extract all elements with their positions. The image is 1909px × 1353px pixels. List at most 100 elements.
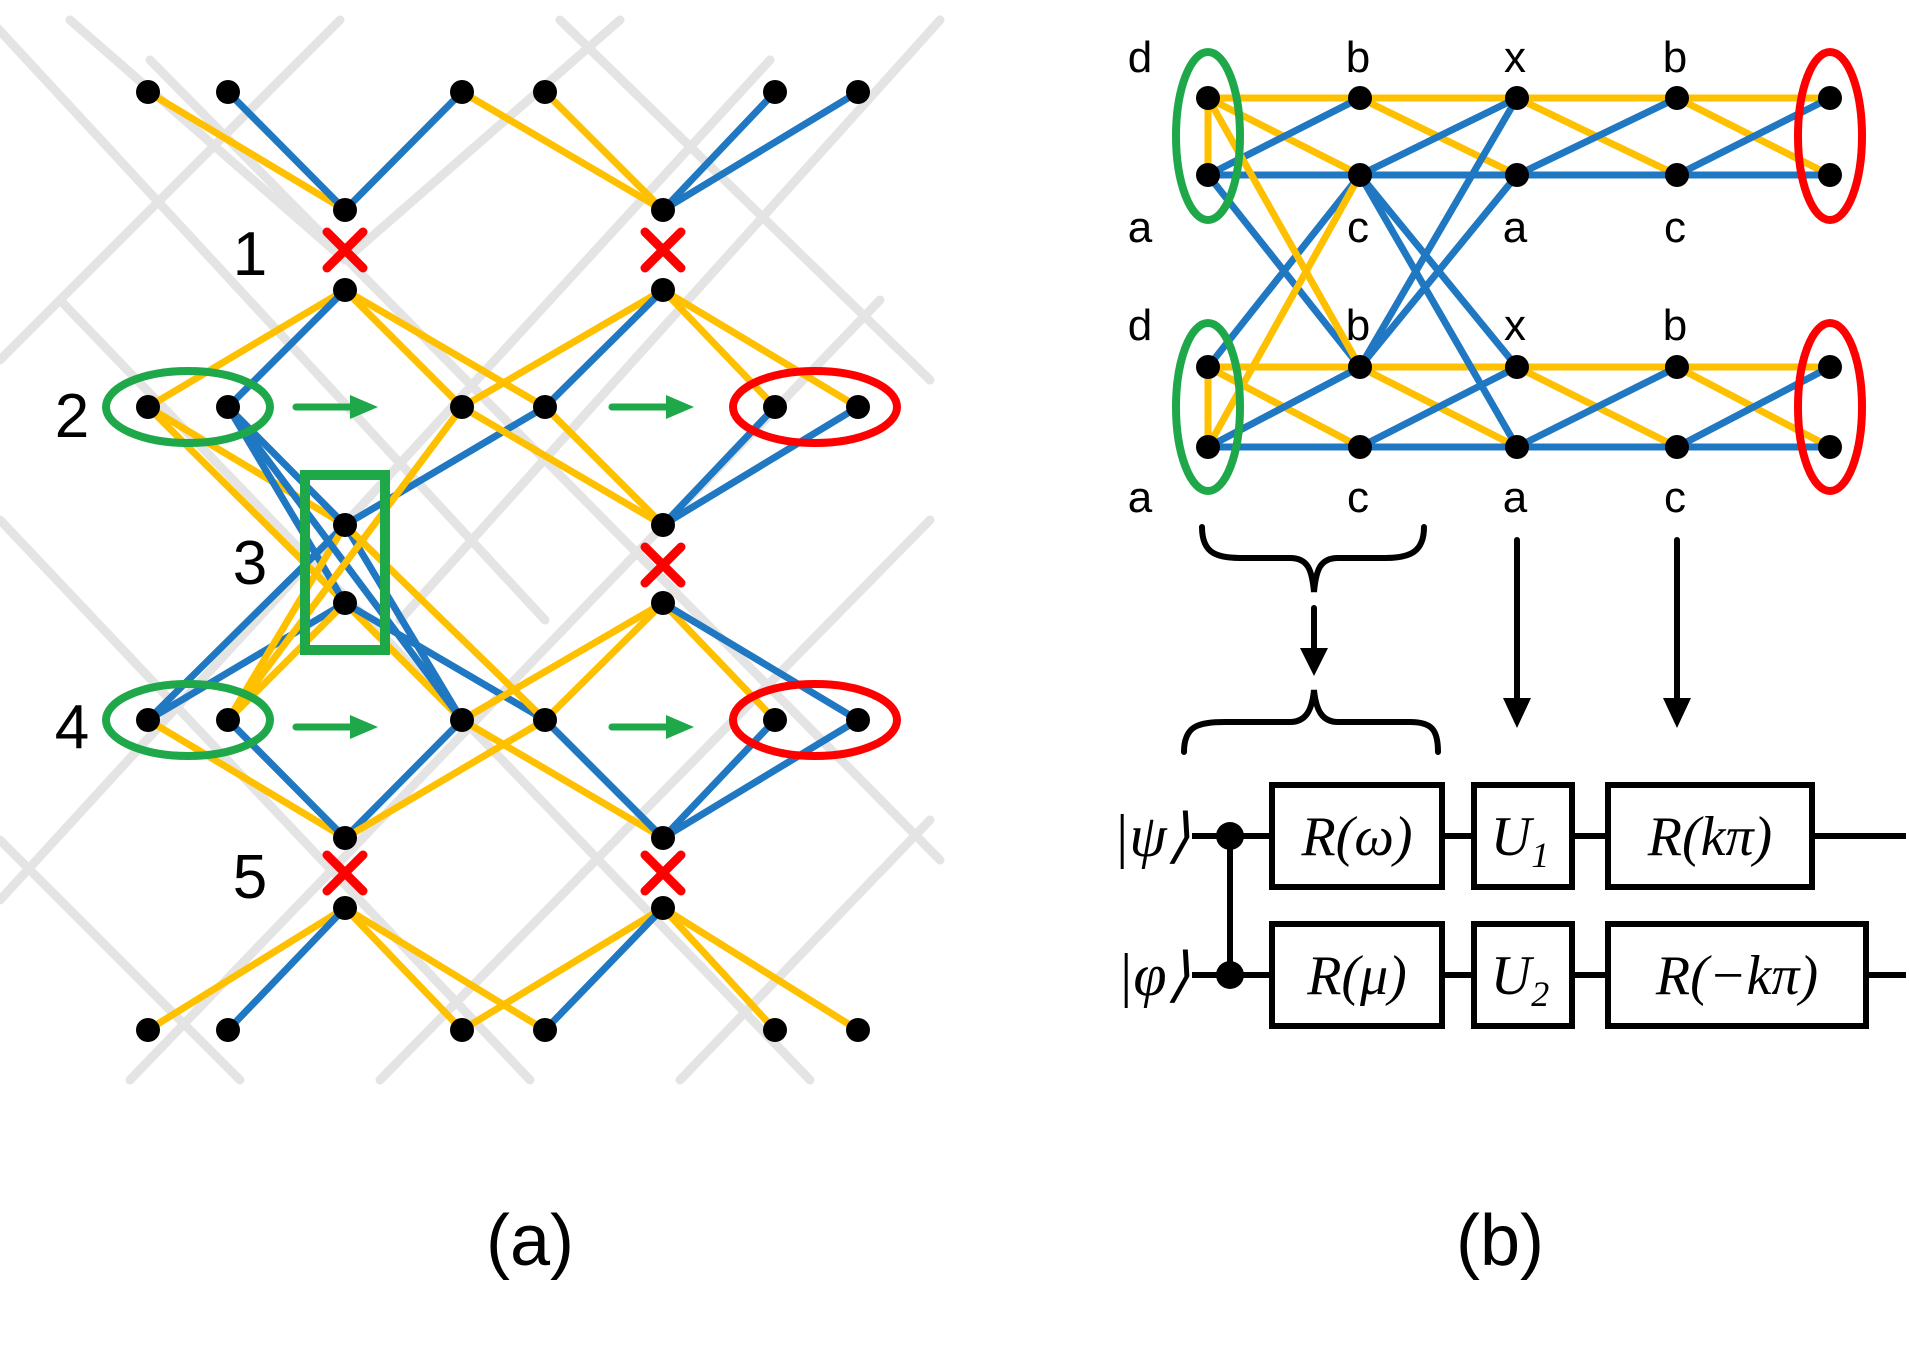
lattice-b-node-l_r2 <box>1818 435 1842 459</box>
lattice-a-node-T1 <box>136 80 160 104</box>
gate-box-u1 <box>1471 782 1575 890</box>
lattice-a-node-A2 <box>651 198 675 222</box>
background-edge-3 <box>395 15 945 625</box>
lattice-b-edge-19 <box>1204 363 1364 451</box>
lattice-a-node-L4 <box>533 1018 557 1042</box>
flow-arrow-head-1 <box>350 395 378 419</box>
flow-arrow-head-3 <box>350 715 378 739</box>
lattice-a-edge-36 <box>144 716 349 842</box>
background-lattice <box>0 15 945 1085</box>
lattice-b-node-l_d <box>1196 355 1220 379</box>
gate-box-r-kpi <box>1605 782 1815 890</box>
brace-arrow-head <box>1300 648 1328 676</box>
target-ellipse-row-2 <box>729 367 901 447</box>
label-x-lower: x <box>1504 301 1526 350</box>
gate-r-neg-kpi: R(−kπ) <box>1655 945 1818 1007</box>
lattice-a-edge-21 <box>659 403 862 529</box>
label-c-upper-2: c <box>1664 203 1686 252</box>
background-edge-10 <box>145 55 945 865</box>
input-phi: |φ⟩ <box>1117 942 1190 1008</box>
background-edge-8 <box>0 835 245 1085</box>
defect-cross-stroke-b <box>322 850 368 896</box>
pair-box-row-3 <box>300 470 390 655</box>
row-label-3: 3 <box>233 529 267 598</box>
arrow-c-head <box>1663 698 1691 728</box>
defect-cross-stroke-b <box>640 542 686 588</box>
label-b-upper-1: b <box>1346 33 1370 82</box>
lattice-a-node-M3 <box>450 395 474 419</box>
label-x-upper: x <box>1504 33 1526 82</box>
lattice-a-edge-42 <box>659 716 779 842</box>
defect-cross-2 <box>640 227 686 273</box>
source-ellipse-row-2 <box>102 367 274 447</box>
background-edge-4 <box>0 15 345 365</box>
lattice-a-edge-9 <box>341 286 466 411</box>
lattice-b-node-u_b <box>1348 86 1372 110</box>
lattice-b-node-l_c2 <box>1665 435 1689 459</box>
lattice-a-edge-23 <box>224 403 349 607</box>
gate-u1: U1 <box>1491 806 1549 875</box>
lattice-b-edge-27 <box>1513 363 1681 451</box>
lattice-a-node-M1 <box>136 395 160 419</box>
lattice-a-node-E2 <box>651 826 675 850</box>
lattice-b-node-u_x <box>1505 86 1529 110</box>
lattice-a-edge-20 <box>659 403 779 529</box>
label-c-upper-1: c <box>1347 203 1369 252</box>
lattice-a-edge-12 <box>541 286 667 411</box>
lattice-b-edge-23 <box>1356 363 1521 451</box>
background-edge-0 <box>65 15 350 265</box>
lattice-b-edge-37 <box>1204 94 1364 371</box>
lattice-b-edge-38 <box>1356 171 1521 451</box>
lattice-b-node-l_a <box>1196 435 1220 459</box>
lattice-b-node-u_d <box>1196 86 1220 110</box>
caption-b: (b) <box>1456 1201 1544 1281</box>
lattice-b-edge-14 <box>1673 94 1834 179</box>
gate-u1-letter: U <box>1491 806 1535 868</box>
label-a-lower-2: a <box>1503 473 1528 522</box>
label-c-lower-1: c <box>1347 473 1369 522</box>
lattice-b-edge-31 <box>1673 363 1834 451</box>
gate-u2-subscript: 2 <box>1531 974 1549 1014</box>
lattice-a-node-L5 <box>763 1018 787 1042</box>
lattice-edges <box>144 88 1834 1034</box>
lattice-a-edge-10 <box>341 286 549 411</box>
defect-cross-5 <box>640 850 686 896</box>
label-d-lower: d <box>1128 301 1152 350</box>
lattice-a-node-D2 <box>651 591 675 615</box>
label-a-lower-1: a <box>1128 473 1153 522</box>
lattice-a-edge-35 <box>659 599 862 724</box>
lattice-a-edge-14 <box>659 286 862 411</box>
lattice-b-node-u_c <box>1348 163 1372 187</box>
arrow-heads <box>1300 648 1691 728</box>
defect-cross-stroke-b <box>640 227 686 273</box>
background-edge-5 <box>555 15 935 385</box>
lattice-b-edge-10 <box>1513 94 1681 179</box>
target-ellipse-lower <box>1794 319 1866 495</box>
lattice-a-edge-47 <box>341 904 549 1034</box>
arrow-a-head <box>1503 698 1531 728</box>
lattice-a-edge-7 <box>144 286 349 411</box>
lattice-a-edge-30 <box>341 521 466 724</box>
lattice-a-edge-53 <box>224 403 466 724</box>
lattice-b-node-u_r2 <box>1818 163 1842 187</box>
gate-box-r-mu <box>1269 921 1445 1029</box>
lattice-a-edge-5 <box>659 88 779 214</box>
lattice-b-node-l_b2 <box>1665 355 1689 379</box>
gate-r-mu: R(μ) <box>1306 945 1407 1007</box>
lattice-b-edge-6 <box>1356 94 1521 179</box>
defect-cross-stroke-b <box>640 850 686 896</box>
lattice-a-edge-26 <box>341 599 466 724</box>
lattice-a-node-D1 <box>333 591 357 615</box>
lattice-a-edge-8 <box>224 286 349 411</box>
lattice-a-node-N5 <box>763 708 787 732</box>
lattice-a-node-M6 <box>846 395 870 419</box>
lattice-a-node-T6 <box>846 80 870 104</box>
lattice-a-edge-49 <box>541 904 667 1034</box>
panel-b-letters: d b x b a c a c d b x b a c a c <box>1128 33 1687 522</box>
lattice-a-edge-2 <box>341 88 466 214</box>
lattice-a-node-N4 <box>533 708 557 732</box>
lattice-a-edge-6 <box>659 88 862 214</box>
lattice-b-node-l_b <box>1348 355 1372 379</box>
lattice-a-node-T4 <box>533 80 557 104</box>
